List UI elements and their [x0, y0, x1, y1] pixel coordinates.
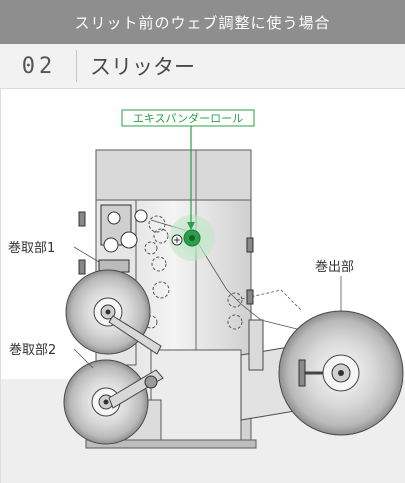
item-title: スリッター [90, 55, 195, 79]
label-rewind-1: 巻取部1 [8, 241, 55, 256]
rewind-reel-1 [65, 269, 162, 355]
category-header: スリット前のウェブ調整に使う場合 [0, 0, 405, 44]
drive-box [150, 349, 242, 441]
title-row: 02 スリッター [0, 44, 405, 89]
category-title: スリット前のウェブ調整に使う場合 [74, 13, 331, 32]
rewind-reel-2 [63, 359, 164, 445]
machine-top-block [95, 149, 252, 201]
callout-box [121, 109, 255, 127]
machine-illustration: エキスパンダーロール [8, 109, 404, 449]
slitter-diagram: エキスパンダーロール [0, 89, 405, 483]
unwind-unit [240, 310, 404, 436]
callout-label: エキスパンダーロール [133, 111, 243, 125]
label-rewind-2: 巻取部2 [9, 343, 56, 358]
title-divider [76, 50, 77, 82]
label-unwind: 巻出部 [315, 260, 354, 275]
item-number: 02 [21, 53, 57, 79]
